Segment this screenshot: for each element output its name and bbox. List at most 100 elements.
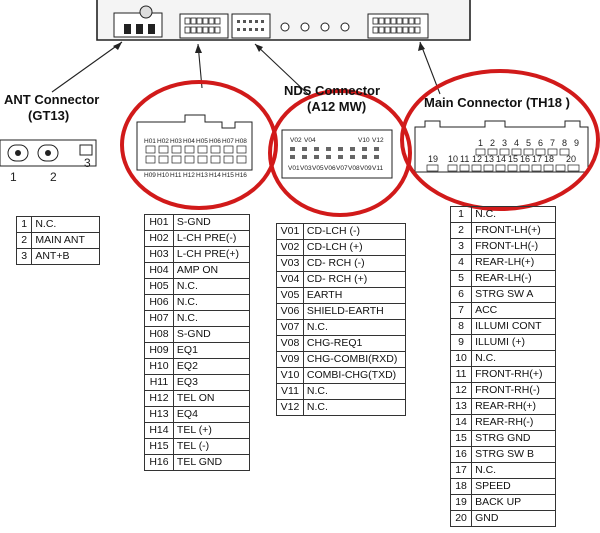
pin-number: 16: [449, 446, 473, 463]
pin-function: ILLUMI CONT: [471, 318, 556, 335]
pin-number: V05: [276, 287, 304, 304]
pin-function: N.C.: [172, 278, 251, 295]
pin-number: 18: [449, 478, 473, 495]
pin-number: H12: [144, 390, 174, 407]
pin-function: REAR-RH(+): [471, 398, 556, 415]
nds-connector-title: NDS Connector: [284, 83, 381, 98]
pin-number: V12: [276, 399, 304, 416]
h-pin-bottom-label: H14: [209, 172, 221, 179]
ant-connector-code: (GT13): [28, 108, 70, 123]
pin-number: H11: [144, 374, 174, 391]
nds-connector-highlight: [268, 89, 412, 217]
pin-number: H14: [144, 422, 174, 439]
pin-number: 11: [449, 366, 473, 383]
pin-function: N.C.: [172, 294, 251, 311]
pin-number: H04: [144, 262, 174, 279]
h-pin-top-label: H08: [235, 138, 247, 145]
leader-lines: [51, 41, 441, 97]
h-connector-highlight: [120, 80, 278, 210]
nds-pin-bottom-label: V03: [300, 165, 312, 172]
pin-function: SPEED: [471, 478, 556, 495]
main-pin-top-label: 3: [502, 138, 507, 148]
pin-function: REAR-LH(-): [471, 270, 556, 287]
pin-number: 4: [449, 254, 473, 271]
pin-number: 15: [449, 430, 473, 447]
main-connector-plug: 1 2 3 4 5 6 7 8 9 19 10 11 12 13 14 15 1…: [414, 120, 589, 173]
pin-function: N.C.: [471, 350, 556, 367]
pin-function: N.C.: [471, 462, 556, 479]
nds-pin-bottom-label: V05: [312, 165, 324, 172]
h-pin-bottom-label: H11: [170, 172, 182, 179]
pin-number: H15: [144, 438, 174, 455]
main-pin-bottom-label: 13: [484, 154, 494, 164]
main-pin-bottom-label: 15: [508, 154, 518, 164]
main-pin-top-label: 1: [478, 138, 483, 148]
h-pin-top-label: H06: [209, 138, 221, 145]
h-pin-top-label: H01: [144, 138, 156, 145]
pin-function: MAIN ANT: [31, 232, 100, 249]
pin-function: CD- RCH (+): [302, 271, 407, 288]
pin-number: 3: [15, 248, 33, 265]
pin-number: H05: [144, 278, 174, 295]
h-pin-bottom-label: H16: [235, 172, 247, 179]
pin-number: 10: [449, 350, 473, 367]
pin-function: ILLUMI (+): [471, 334, 556, 351]
nds-pin-bottom-label: V11: [372, 165, 383, 172]
h-pin-top-label: H02: [157, 138, 169, 145]
pin-number: V10: [276, 367, 304, 384]
pin-number: H16: [144, 454, 174, 471]
pin-function: STRG GND: [471, 430, 556, 447]
pin-number: H06: [144, 294, 174, 311]
main-pin-top-label: 5: [526, 138, 531, 148]
pin-function: N.C.: [302, 399, 407, 416]
pin-number: H08: [144, 326, 174, 343]
main-pin-bottom-label: 10: [448, 154, 458, 164]
pin-number: 14: [449, 414, 473, 431]
pin-function: EQ4: [172, 406, 251, 423]
pin-number: 9: [449, 334, 473, 351]
h-pin-top-label: H03: [170, 138, 182, 145]
main-pin-bottom-label: 18: [544, 154, 554, 164]
pin-function: S-GND: [172, 214, 251, 231]
pin-number: V04: [276, 271, 304, 288]
ant-connector-title: ANT Connector: [4, 92, 100, 107]
pin-function: N.C.: [471, 206, 556, 223]
main-pin-bottom-label: 16: [520, 154, 530, 164]
h-pin-bottom-label: H10: [157, 172, 169, 179]
pin-number: H09: [144, 342, 174, 359]
pin-function: N.C.: [302, 383, 407, 400]
pin-function: GND: [471, 510, 556, 527]
pin-number: V03: [276, 255, 304, 272]
pin-function: EQ1: [172, 342, 251, 359]
h-pin-top-label: H04: [183, 138, 195, 145]
pin-number: H03: [144, 246, 174, 263]
nds-pin-top-label: V12: [372, 137, 384, 144]
pin-number: V01: [276, 223, 304, 240]
pin-function: N.C.: [302, 319, 407, 336]
